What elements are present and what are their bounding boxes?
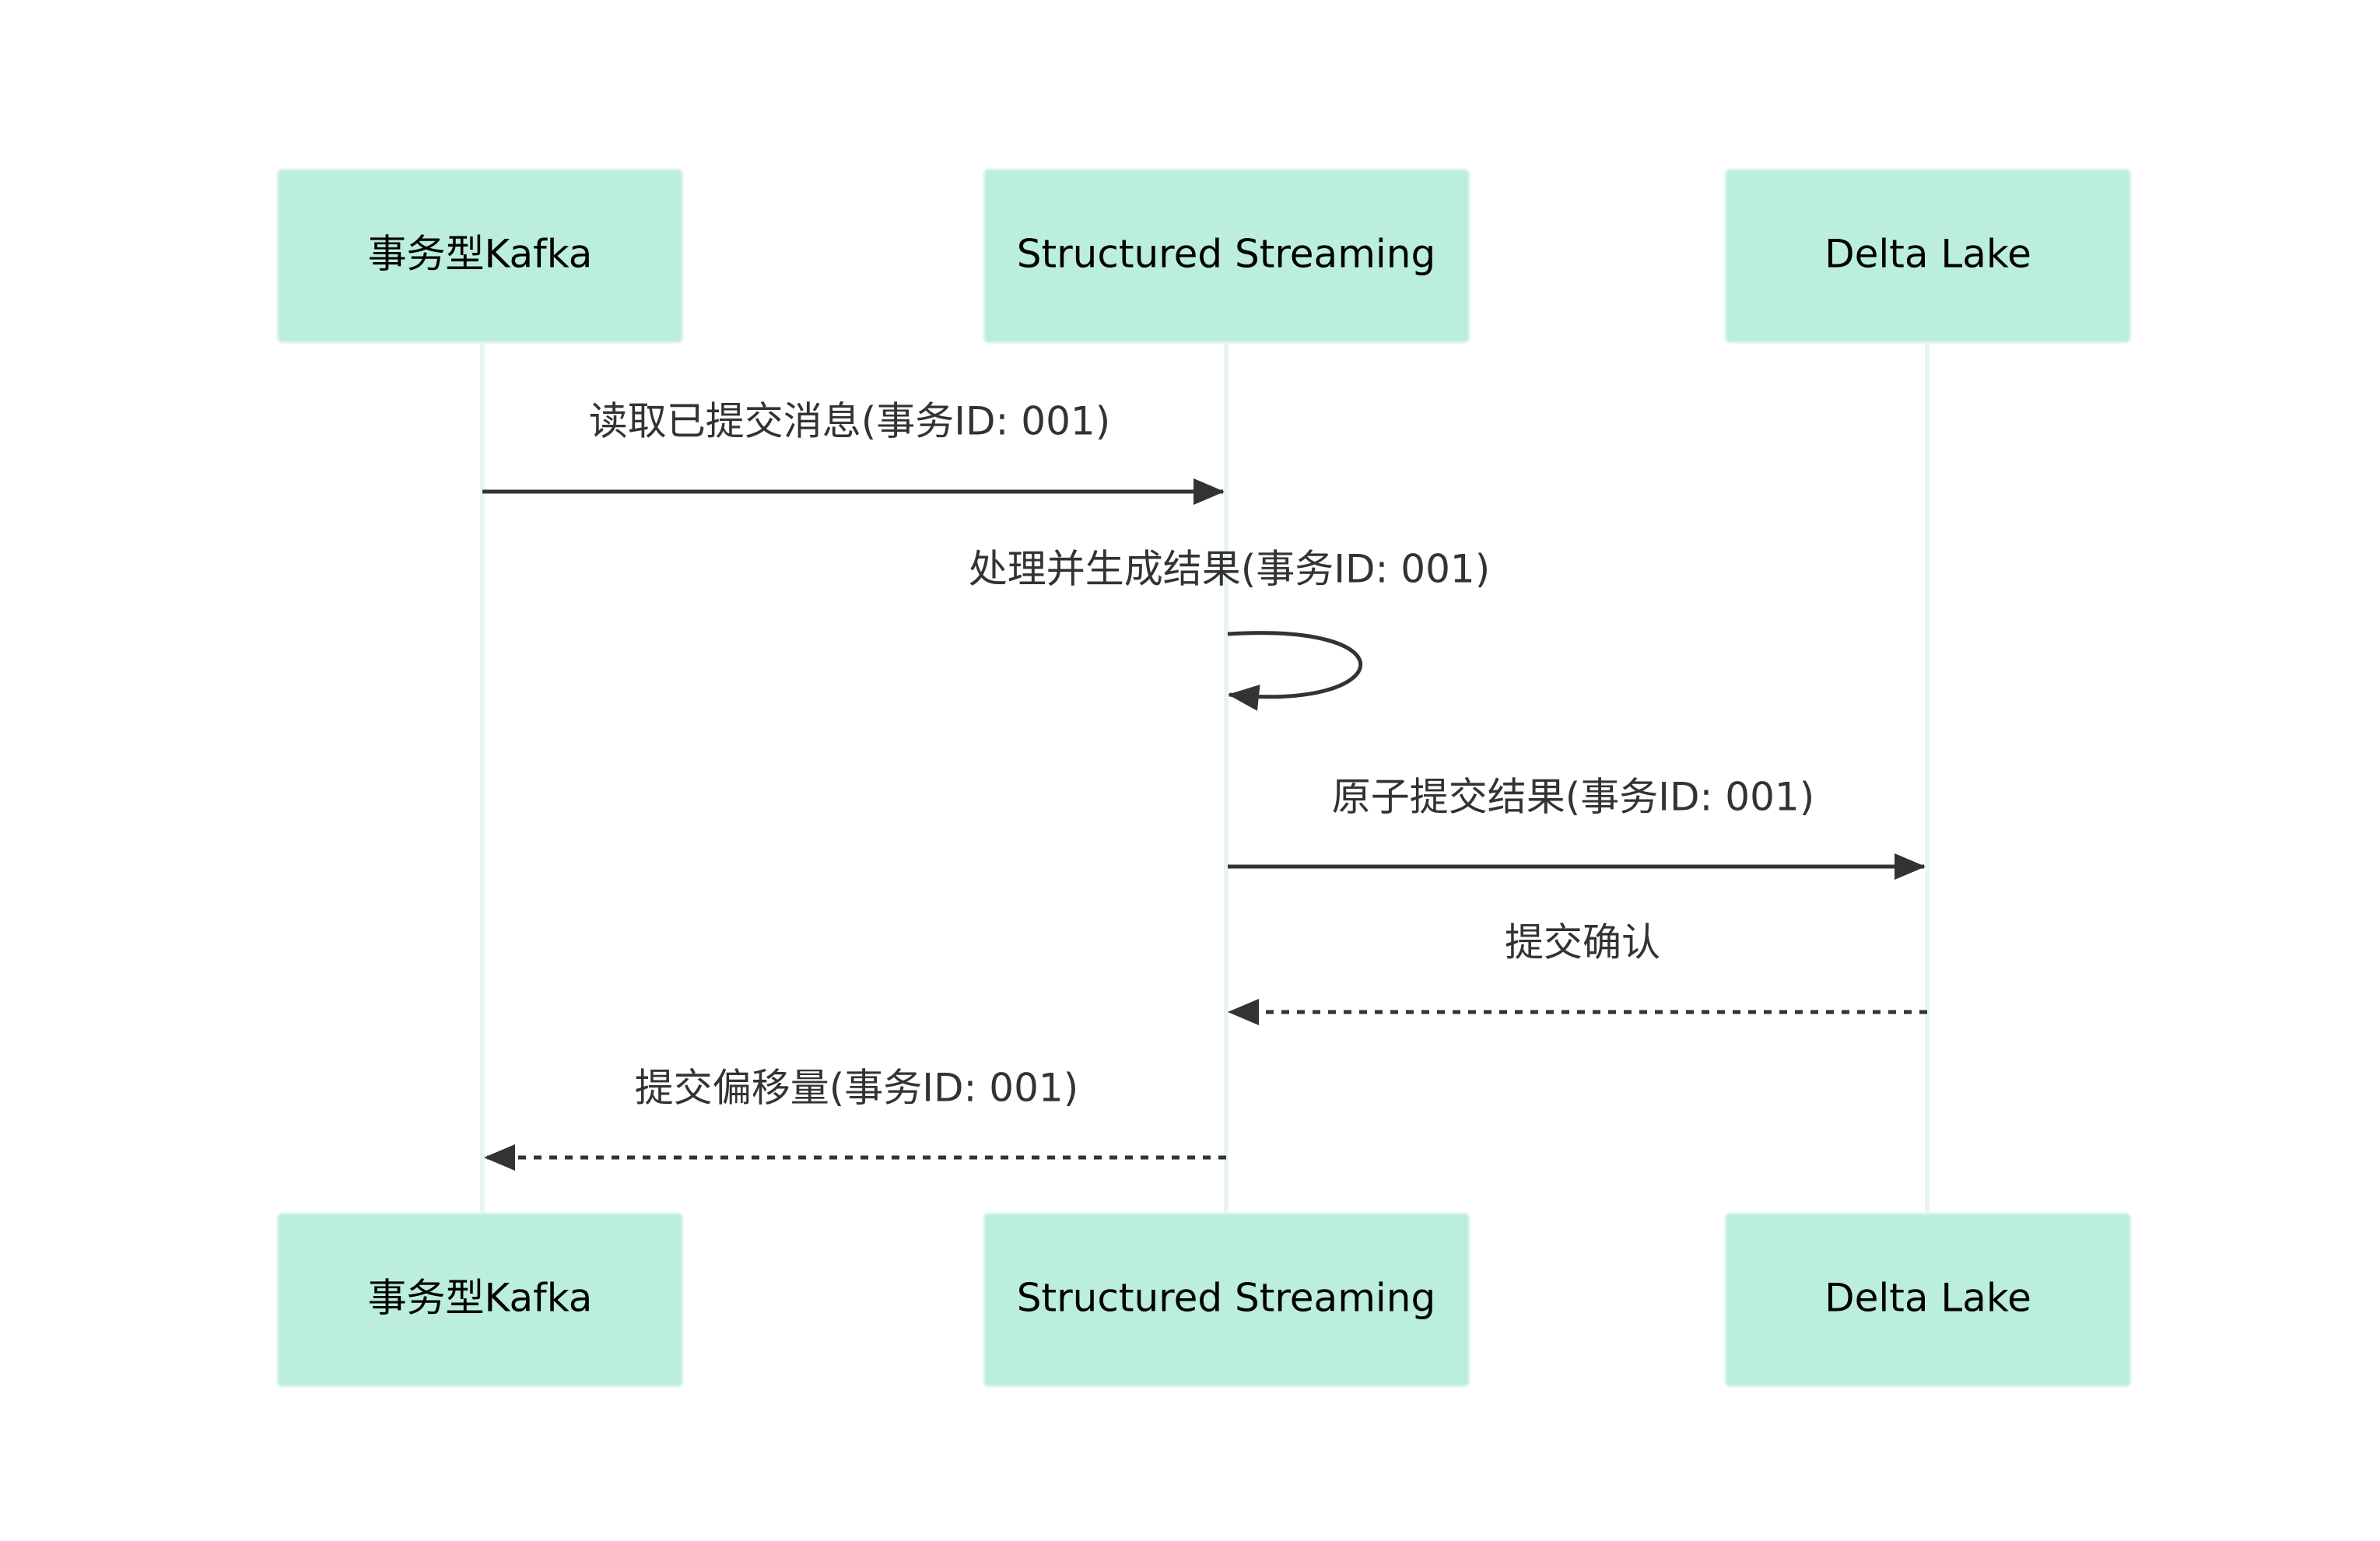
message-label: 读取已提交消息(事务ID: 001) [589, 399, 1110, 444]
message-commit-ack: 提交确认 [1228, 920, 1927, 1025]
self-loop-arrow [1227, 631, 1362, 711]
message-label: 原子提交结果(事务ID: 001) [1332, 775, 1814, 820]
message-read-committed: 读取已提交消息(事务ID: 001) [482, 399, 1225, 505]
message-label: 提交确认 [1505, 920, 1660, 965]
actor-label: 事务型Kafka [368, 232, 593, 277]
message-commit-offset: 提交偏移量(事务ID: 001) [484, 1066, 1226, 1171]
actor-streaming-bottom: Structured Streaming [983, 1212, 1470, 1388]
actor-kafka-top: 事务型Kafka [276, 168, 684, 344]
message-process-result: 处理并生成结果(事务ID: 001) [969, 547, 1490, 711]
message-label: 提交偏移量(事务ID: 001) [635, 1066, 1078, 1111]
actor-label: Delta Lake [1824, 232, 2031, 277]
actor-label: Structured Streaming [1017, 1276, 1435, 1321]
actor-delta-bottom: Delta Lake [1724, 1212, 2132, 1388]
message-atomic-commit: 原子提交结果(事务ID: 001) [1228, 775, 1926, 880]
actor-label: Delta Lake [1824, 1276, 2031, 1321]
actor-label: Structured Streaming [1017, 232, 1435, 277]
actor-label: 事务型Kafka [368, 1276, 593, 1321]
message-label: 处理并生成结果(事务ID: 001) [969, 547, 1490, 592]
actor-streaming-top: Structured Streaming [983, 168, 1470, 344]
actor-kafka-bottom: 事务型Kafka [276, 1212, 684, 1388]
actor-delta-top: Delta Lake [1724, 168, 2132, 344]
